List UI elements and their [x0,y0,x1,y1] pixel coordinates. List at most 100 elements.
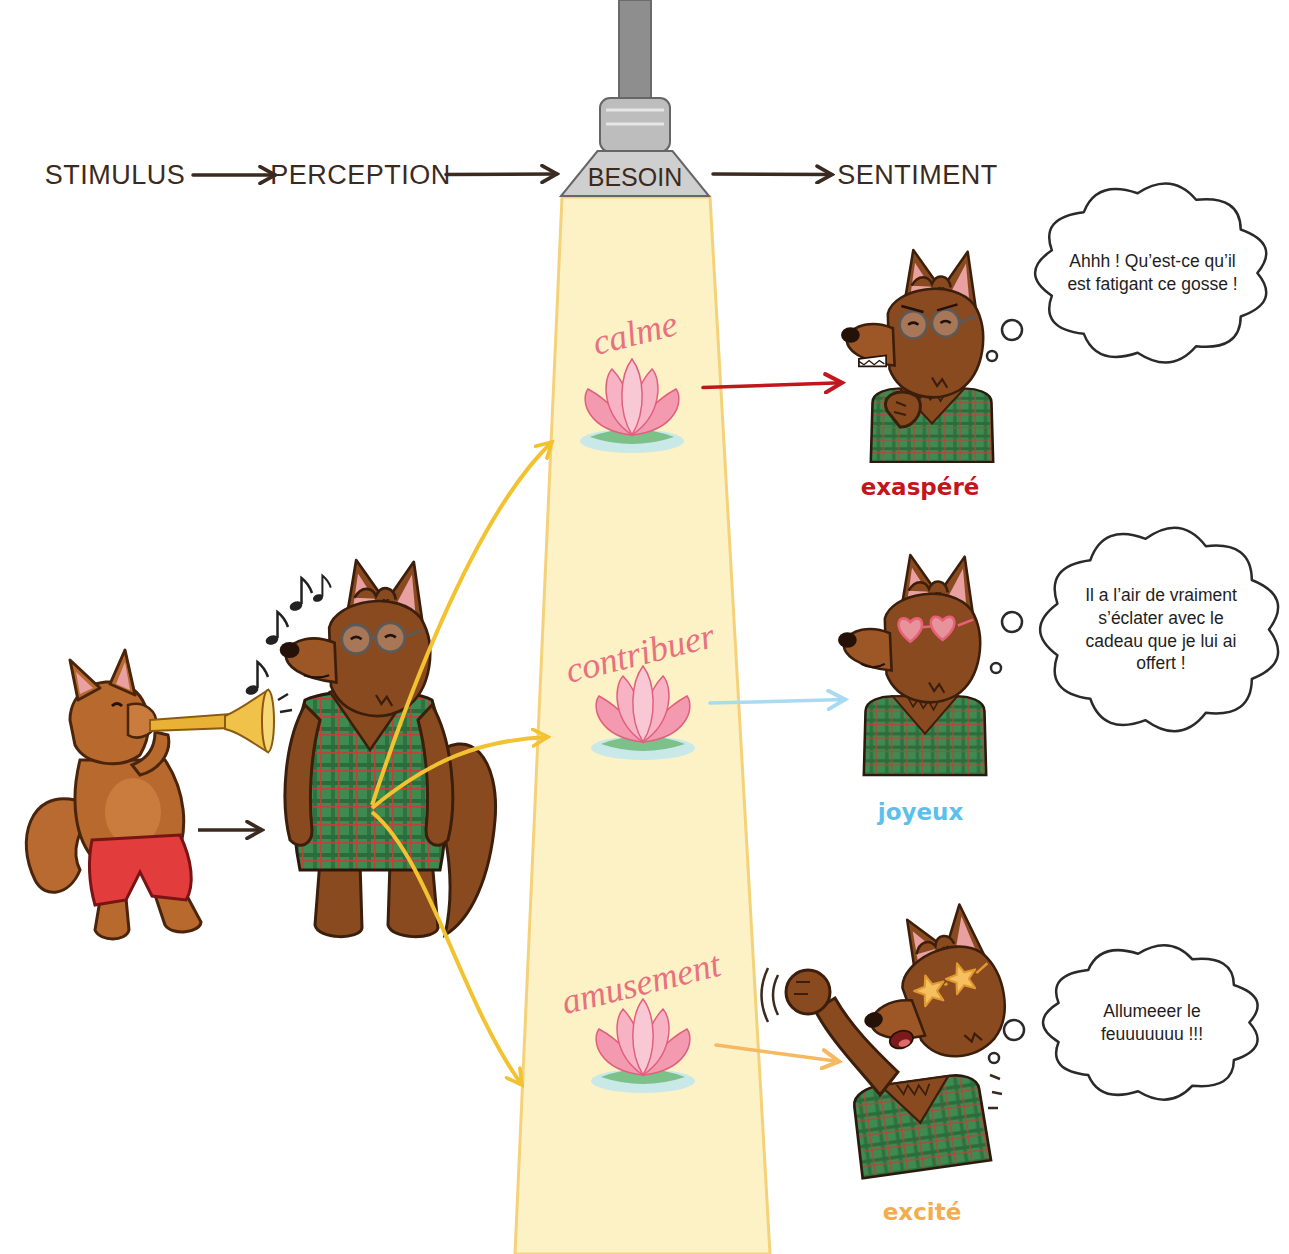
joyful-wolf [922,620,973,628]
thought-bubble-outline [1035,522,1287,737]
excited-wolf [911,971,949,1008]
child-wolf [110,650,135,695]
need-label: calme [588,302,682,364]
child-wolf [262,690,274,752]
adult-wolf [285,705,320,845]
need: calme [570,300,700,480]
flow-arrow [193,173,275,177]
lamp-pole [619,0,651,102]
thought-trail [987,351,997,361]
joyful-wolf [838,555,980,702]
excited-wolf [762,898,1019,1178]
child-wolf [150,714,230,731]
flow-arrow [703,383,842,388]
excited-wolf [988,1075,1002,1108]
adult-wolf [304,675,329,677]
thought-text: Allumeeer le feuuuuuuu !!! [1077,1000,1227,1046]
adult-wolf [280,560,496,937]
feeling: joyeux [848,570,993,825]
joyful-wolf [931,617,955,640]
thought-bubble-outline [1035,184,1266,363]
excited-wolf [762,968,779,1022]
adult-wolf [418,705,453,845]
exasperated-wolf [841,250,983,397]
child-wolf [70,660,100,700]
excited-wolf [887,1028,915,1052]
lamp-cap [600,98,670,152]
exasperated-wolf [859,361,885,365]
excited-wolf [943,959,981,996]
adult-wolf [342,623,423,654]
lamp-shade-outline [561,151,709,196]
need-label: amusement [557,943,724,1023]
lamp-highlight [606,110,664,124]
excited-wolf [838,898,1019,1082]
step-label: BESOIN [588,163,682,192]
joyful-wolf [838,555,986,775]
thought-bubble: Allumeeer le feuuuuuuu !!! [1038,940,1266,1105]
thought-trail [989,1053,999,1063]
flow-step: STIMULUS [40,155,190,195]
light-beam [515,197,770,1254]
thought-trail [1004,1020,1024,1040]
lotus-flower [580,359,684,453]
feeling: excité [842,920,1002,1225]
feeling: exaspéré [845,260,995,500]
thought-trail [1002,320,1022,340]
flow-arrow [713,172,832,176]
need: contribuer [572,620,707,790]
joyful-wolf [861,664,885,667]
excited-wolf [898,1038,911,1048]
lamp [600,0,670,152]
adult-wolf [280,560,430,716]
excited-wolf [786,970,830,1014]
music-notes [278,694,292,712]
flow-arrow [710,700,845,704]
need-arrows [372,442,552,805]
thought-text: Il a l’air de vraiment s’éclater avec le… [1069,584,1254,675]
exasperated-wolf [894,402,906,415]
excited-wolf [850,1072,991,1178]
joyful-wolf [899,618,923,641]
music-notes [264,612,288,646]
excited-wolf [911,971,949,1008]
thought-trail [991,663,1001,673]
step-label: PERCEPTION [270,160,451,191]
need: amusement [568,950,713,1120]
need-arrows [372,737,548,808]
excited-wolf [794,982,810,994]
child-wolf [89,835,191,905]
need-arrows [372,442,552,1085]
thought-bubble: Ahhh ! Qu’est-ce qu’il est fatigant ce g… [1030,178,1275,368]
music-notes [288,578,312,612]
music-notes [312,576,331,604]
child-wolf [76,672,93,694]
joyful-wolf [838,555,980,702]
child-wolf [116,662,130,690]
flow-step: SENTIMENT [835,155,1000,195]
joyful-wolf [864,696,986,775]
exasperated-wolf [841,250,993,462]
exasperated-wolf [901,304,957,312]
thought-bubble-outline [1038,940,1266,1105]
thought-text: Ahhh ! Qu’est-ce qu’il est fatigant ce g… [1060,250,1245,296]
feeling-label: exaspéré [861,474,980,500]
exasperated-wolf [871,389,993,463]
exasperated-wolf [841,250,983,397]
adult-wolf [280,560,430,716]
flow-arrow [446,172,557,176]
need-arrows [372,812,522,1085]
thought-bubble-outline [1043,945,1258,1099]
feeling-label: excité [883,1199,962,1225]
child-wolf [112,704,122,707]
exasperated-wolf [859,355,886,366]
thought-bubble-outline [1030,178,1275,368]
thought-trail [1002,612,1022,632]
exasperated-wolf [885,392,920,427]
flow-step: PERCEPTION [278,155,443,195]
need-label: contribuer [561,614,719,692]
music-notes [244,662,268,696]
excited-wolf [943,959,981,996]
step-label: STIMULUS [45,160,186,191]
